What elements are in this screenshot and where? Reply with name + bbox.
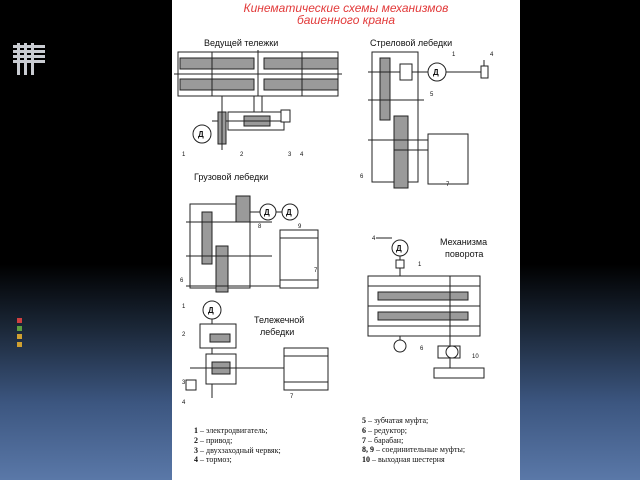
part-label: 5 xyxy=(430,92,434,98)
motor-icon-boom-winch xyxy=(427,62,447,82)
diagram-page: Кинематические схемы механизмов башенног… xyxy=(172,0,520,480)
part-label: 6 xyxy=(180,278,184,284)
title-line-1: Кинематические схемы механизмов xyxy=(243,1,449,15)
motor-icon-trolley-drive xyxy=(192,124,212,144)
part-label: 3 xyxy=(182,380,186,386)
motor-icon-slewing xyxy=(391,239,409,257)
title-line-2: башенного крана xyxy=(296,13,396,27)
hoist-winch-scheme xyxy=(186,195,319,293)
motor-icon-hoist-1 xyxy=(259,203,277,221)
part-label: 1 xyxy=(418,262,422,268)
motor-icon-trolley-winch xyxy=(202,300,222,320)
legend-left: 1 – электродвигатель; 2 – привод; 3 – дв… xyxy=(194,426,281,465)
slide-title: Кинематические схемы механизмов башенног… xyxy=(172,2,520,26)
motor-letter-5: Д xyxy=(396,244,402,253)
motor-letter-2: Д xyxy=(433,68,439,77)
part-label: 6 xyxy=(360,174,364,180)
motor-letter-4: Д xyxy=(286,208,292,217)
slide-background-right xyxy=(520,0,640,480)
part-label: 10 xyxy=(472,354,479,360)
part-labels: 1 2 3 4 1 4 5 6 7 6 8 9 7 4 1 6 10 1 2 3… xyxy=(180,52,494,406)
part-label: 2 xyxy=(240,152,244,158)
part-label: 8 xyxy=(258,224,262,230)
kinematic-schemes: Д Д Д Д Д Д 1 2 3 4 1 4 5 6 7 6 8 9 7 xyxy=(174,50,494,406)
motor-icon-hoist-2 xyxy=(281,203,299,221)
legend-item: 4 – тормоз; xyxy=(194,455,232,465)
part-label: 2 xyxy=(182,332,186,338)
part-label: 1 xyxy=(182,152,186,158)
part-label: 7 xyxy=(290,394,294,400)
legend-item: 7 – барабан; xyxy=(362,435,404,445)
part-label: 9 xyxy=(298,224,302,230)
motors: Д Д Д Д Д Д xyxy=(192,62,447,320)
part-label: 6 xyxy=(420,346,424,352)
legend-item: 1 – электродвигатель; xyxy=(194,426,268,435)
trolley-winch-scheme xyxy=(185,318,329,398)
legend-item: 3 – двухзаходный червяк; xyxy=(194,445,281,455)
part-label: 4 xyxy=(372,236,376,242)
caption-trolley-winch-2: лебедки xyxy=(260,327,295,337)
part-label: 1 xyxy=(452,52,456,58)
legend-item: 5 – зубчатая муфта; xyxy=(362,416,429,425)
caption-hoist-winch: Грузовой лебедки xyxy=(194,172,269,182)
motor-letter-1: Д xyxy=(198,130,204,139)
motor-letter-3: Д xyxy=(264,208,270,217)
legend-item: 2 – привод; xyxy=(194,435,233,445)
part-label: 7 xyxy=(446,182,450,188)
part-label: 1 xyxy=(182,304,186,310)
part-label: 4 xyxy=(300,152,304,158)
part-label: 3 xyxy=(288,152,292,158)
caption-slewing-1: Механизма xyxy=(440,237,488,247)
caption-boom-winch: Стреловой лебедки xyxy=(370,38,453,48)
caption-trolley-drive: Ведущей тележки xyxy=(204,38,279,48)
legend-right: 5 – зубчатая муфта; 6 – редуктор; 7 – ба… xyxy=(362,416,465,465)
trolley-drive-scheme xyxy=(174,50,342,150)
legend-item: 10 – выходная шестерня xyxy=(362,455,445,465)
caption-trolley-winch-1: Тележечной xyxy=(254,315,305,325)
legend-item: 6 – редуктор; xyxy=(362,425,407,435)
slewing-mechanism-scheme xyxy=(367,237,485,379)
part-label: 4 xyxy=(182,400,186,406)
boom-winch-scheme xyxy=(368,51,489,189)
motor-letter-6: Д xyxy=(208,306,214,315)
part-label: 4 xyxy=(490,52,494,58)
caption-slewing-2: поворота xyxy=(445,249,484,259)
part-label: 7 xyxy=(314,268,318,274)
legend-item: 8, 9 – соединительные муфты; xyxy=(362,445,466,455)
